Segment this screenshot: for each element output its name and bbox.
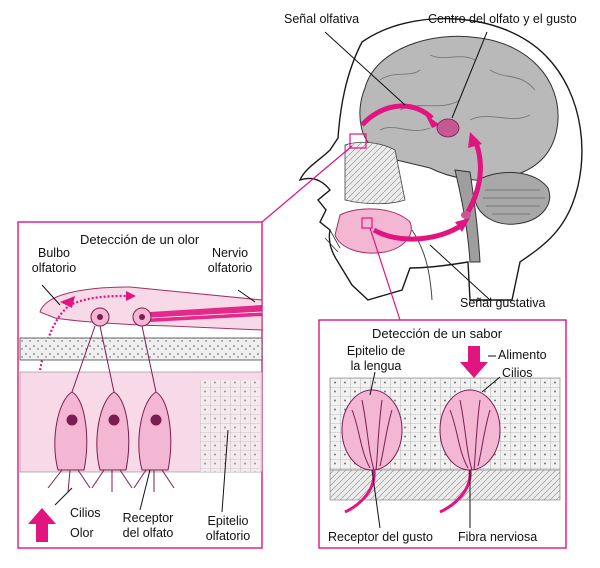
label-olor: Olor xyxy=(70,526,94,540)
label-epitelio-lengua-line2: la lengua xyxy=(350,359,402,373)
label-fibra-nerviosa: Fibra nerviosa xyxy=(458,530,538,544)
label-bulbo-olfatorio: Bulbo olfatorio xyxy=(24,246,84,276)
cribriform-plate xyxy=(19,337,263,361)
label-epitelio-olfatorio: Epitelio olfatorio xyxy=(198,514,258,544)
down-arrow-icon xyxy=(460,346,488,378)
label-senal-olfativa: Señal olfativa xyxy=(284,12,360,26)
nose-detail-box xyxy=(349,133,367,149)
smell-taste-center xyxy=(436,118,460,138)
sabor-panel xyxy=(318,319,567,549)
label-nervio-line1: Nervio xyxy=(211,246,249,260)
label-epitelio-olf-line2: olfatorio xyxy=(205,529,251,543)
label-nervio-olfatorio: Nervio olfatorio xyxy=(200,246,260,276)
olor-panel-title: Detección de un olor xyxy=(80,232,200,247)
label-alimento: Alimento xyxy=(498,348,547,362)
label-receptor-line2: del olfato xyxy=(122,526,174,540)
label-centro-olfato-gusto: Centro del olfato y el gusto xyxy=(428,12,577,26)
label-receptor-gusto: Receptor del gusto xyxy=(328,530,433,544)
label-cilios-olor: Cilios xyxy=(70,506,101,520)
label-nervio-line2: olfatorio xyxy=(207,261,253,275)
nerve-fiber xyxy=(344,469,376,514)
label-receptor-olfato: Receptor del olfato xyxy=(114,511,182,541)
glomeruli xyxy=(90,307,152,327)
head-illustration xyxy=(261,17,583,321)
label-epitelio-lengua: Epitelio de la lengua xyxy=(340,344,412,374)
taste-signal-arrow xyxy=(372,222,464,242)
label-epitelio-lengua-line1: Epitelio de xyxy=(346,344,406,358)
brainstem-arrow xyxy=(465,139,483,214)
label-cilios-sabor: Cilios xyxy=(502,366,533,380)
label-bulbo-line1: Bulbo xyxy=(38,246,70,260)
olfactory-signal-arrow xyxy=(360,103,434,127)
taste-buds xyxy=(341,389,501,471)
tongue-detail-box xyxy=(361,217,373,229)
label-receptor-line1: Receptor xyxy=(122,511,174,525)
olor-panel xyxy=(17,221,263,549)
label-epitelio-olf-line1: Epitelio xyxy=(207,514,249,528)
up-arrow-icon xyxy=(28,508,56,542)
receptor-cells xyxy=(54,325,172,471)
brain xyxy=(359,35,559,181)
label-bulbo-line2: olfatorio xyxy=(31,261,77,275)
nasal-cavity xyxy=(344,141,406,205)
tongue xyxy=(334,208,412,254)
label-senal-gustativa: Señal gustativa xyxy=(460,296,546,310)
cilia xyxy=(47,469,175,493)
sabor-panel-title: Detección de un sabor xyxy=(372,326,503,341)
olfactory-nerve xyxy=(150,305,262,322)
teeth xyxy=(324,229,341,253)
